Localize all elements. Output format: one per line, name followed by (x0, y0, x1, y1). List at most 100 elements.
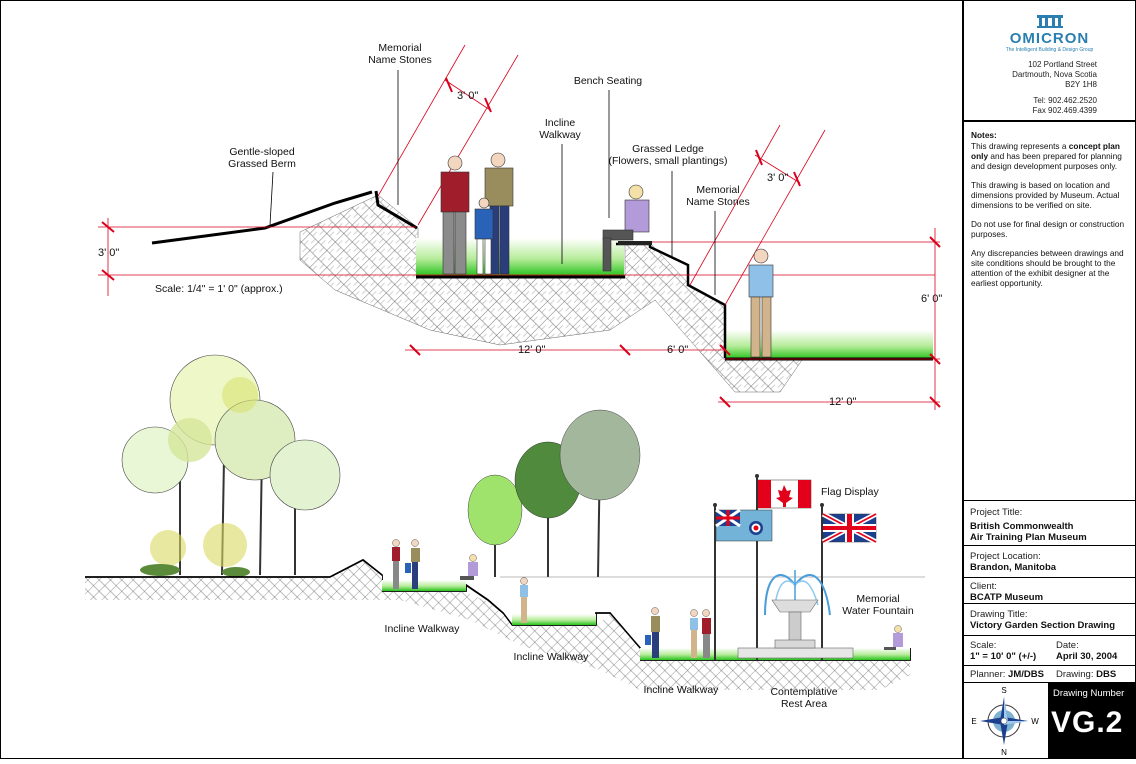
label-incline-walkway-1: Incline Walkway (385, 623, 461, 635)
project-title-row: Project Title: British Commonwealth Air … (964, 500, 1135, 545)
drawing-title-row: Drawing Title: Victory Garden Section Dr… (964, 603, 1135, 635)
title-block: OMICRON The Intelligent Building & Desig… (962, 0, 1136, 759)
upper-section: Memorial Name Stones Gentle-sloped Grass… (98, 42, 942, 410)
drawing-title-value: Victory Garden Section Drawing (970, 620, 1116, 631)
drawing-by-value: DBS (1096, 669, 1117, 680)
planner-key: Planner: (970, 669, 1006, 680)
company-address: 102 Portland Street Dartmouth, Nova Scot… (1012, 60, 1097, 116)
dim-3ft-left: 3' 0" (98, 247, 119, 259)
label-berm-b: Grassed Berm (228, 158, 296, 170)
address-line-3: B2Y 1H8 (1065, 80, 1097, 89)
figure-man-jacket (484, 152, 514, 275)
scale-date-row: Scale: 1" = 10' 0" (+/-) Date: April 30,… (964, 635, 1135, 665)
drawing-number-value: VG.2 (1051, 706, 1124, 739)
lower-section: Flag Display Memorial Water Fountain Inc… (85, 354, 925, 710)
notes-title: Notes: (971, 130, 997, 140)
label-flag-display: Flag Display (821, 486, 880, 498)
drawing-number-block: Drawing Number VG.2 (1048, 682, 1136, 758)
label-incline-walkway-2: Incline Walkway (514, 651, 590, 663)
section-drawing: Memorial Name Stones Gentle-sloped Grass… (85, 42, 942, 710)
tree-cluster-middle (467, 409, 641, 578)
dim-3ft-right: 3' 0" (767, 172, 788, 184)
label-incline-walkway-a: Incline (545, 117, 576, 129)
label-fountain-b: Water Fountain (842, 605, 914, 617)
notes-block: Notes: This drawing represents a concept… (971, 130, 1131, 297)
company-logo-block: OMICRON The Intelligent Building & Desig… (964, 0, 1135, 122)
water-fountain-icon (737, 570, 854, 659)
date-key: Date: (1056, 640, 1079, 651)
note-1: This drawing represents a concept plan o… (971, 141, 1131, 171)
figure-seated-woman (602, 184, 652, 272)
dim-12ft-low: 12' 0" (829, 396, 857, 408)
label-memorial-stones-2a: Memorial (696, 184, 739, 196)
note-3: Do not use for final design or construct… (971, 219, 1125, 239)
berm-profile (151, 190, 373, 245)
note-2: This drawing is based on location and di… (971, 180, 1120, 210)
dim-6ft-right: 6' 0" (921, 293, 942, 305)
date-value: April 30, 2004 (1056, 651, 1118, 662)
compass-south-label: S (1001, 686, 1006, 695)
label-contemplative-a: Contemplative (770, 686, 837, 698)
planner-row: Planner: JM/DBS Drawing: DBS (964, 665, 1135, 682)
company-fax: Fax 902.469.4399 (1032, 106, 1098, 115)
figure-child (474, 197, 494, 275)
address-line-2: Dartmouth, Nova Scotia (1012, 70, 1097, 79)
compass-rose-icon: S N E W (971, 686, 1039, 757)
label-memorial-stones-2b: Name Stones (686, 196, 750, 208)
stone-wall-1 (374, 190, 418, 230)
note-1-part-c: and has been prepared for planning and d… (971, 151, 1122, 171)
project-title-value-1: British Commonwealth (970, 521, 1074, 532)
ground-hatch-upper (299, 194, 803, 393)
label-incline-walkway-b: Walkway (539, 129, 581, 141)
leader-lines (269, 70, 716, 295)
dim-6ft-mid: 6' 0" (667, 344, 688, 356)
dimension-lines (98, 44, 940, 410)
company-tagline: The Intelligent Building & Design Group (1005, 47, 1094, 53)
drawing-number-label: Drawing Number (1053, 688, 1125, 699)
compass-west-label: W (1031, 717, 1039, 726)
company-tel: Tel: 902.462.2520 (1033, 96, 1097, 105)
planner-value: JM/DBS (1008, 669, 1044, 680)
figure-man-red-shirt (440, 155, 470, 275)
small-figures (392, 539, 903, 658)
company-name: OMICRON (1009, 30, 1090, 47)
compass-north-label: N (1001, 748, 1007, 757)
scale-value: 1" = 10' 0" (+/-) (970, 651, 1037, 662)
tree-cluster-left (121, 354, 341, 577)
scale-key: Scale: (970, 640, 997, 651)
drawing-by-key: Drawing: (1056, 669, 1094, 680)
note-1-emphasis: concept plan only (971, 141, 1120, 161)
scale-cell: Scale: 1" = 10' 0" (+/-) (970, 640, 1036, 662)
label-grassed-ledge-a: Grassed Ledge (632, 143, 704, 155)
figure-standing-woman (748, 248, 774, 358)
flag-display (713, 474, 878, 660)
label-memorial-stones-1a: Memorial (378, 42, 421, 54)
lower-ground-hatch (85, 561, 910, 690)
label-scale-note: Scale: 1/4" = 1' 0" (approx.) (155, 283, 283, 295)
dim-12ft-mid: 12' 0" (518, 344, 546, 356)
client-key: Client: (970, 581, 997, 592)
dimension-ticks (101, 77, 941, 408)
project-title-key: Project Title: (970, 507, 1023, 518)
project-location-row: Project Location: Brandon, Manitoba (964, 545, 1135, 577)
label-fountain-a: Memorial (856, 593, 899, 605)
label-incline-walkway-3: Incline Walkway (644, 684, 720, 696)
label-contemplative-b: Rest Area (781, 698, 827, 710)
project-location-value: Brandon, Manitoba (970, 562, 1057, 573)
note-4: Any discrepancies between drawings and s… (971, 248, 1124, 288)
dim-3ft-top: 3' 0" (457, 90, 478, 102)
client-value: BCATP Museum (970, 592, 1044, 603)
client-row: Client: BCATP Museum (964, 577, 1135, 603)
drawing-title-key: Drawing Title: (970, 609, 1028, 620)
label-berm-a: Gentle-sloped (229, 146, 295, 158)
project-location-key: Project Location: (970, 551, 1041, 562)
project-title-value-2: Air Training Plan Museum (970, 532, 1087, 543)
label-memorial-stones-1b: Name Stones (368, 54, 432, 66)
label-bench-seating: Bench Seating (574, 75, 642, 87)
compass-east-label: E (971, 717, 976, 726)
address-line-1: 102 Portland Street (1028, 60, 1097, 69)
building-icon (1037, 15, 1063, 28)
note-1-part-a: This drawing represents a (971, 141, 1069, 151)
north-arrow-block: S N E W (964, 682, 1049, 759)
date-cell: Date: April 30, 2004 (1056, 640, 1117, 662)
